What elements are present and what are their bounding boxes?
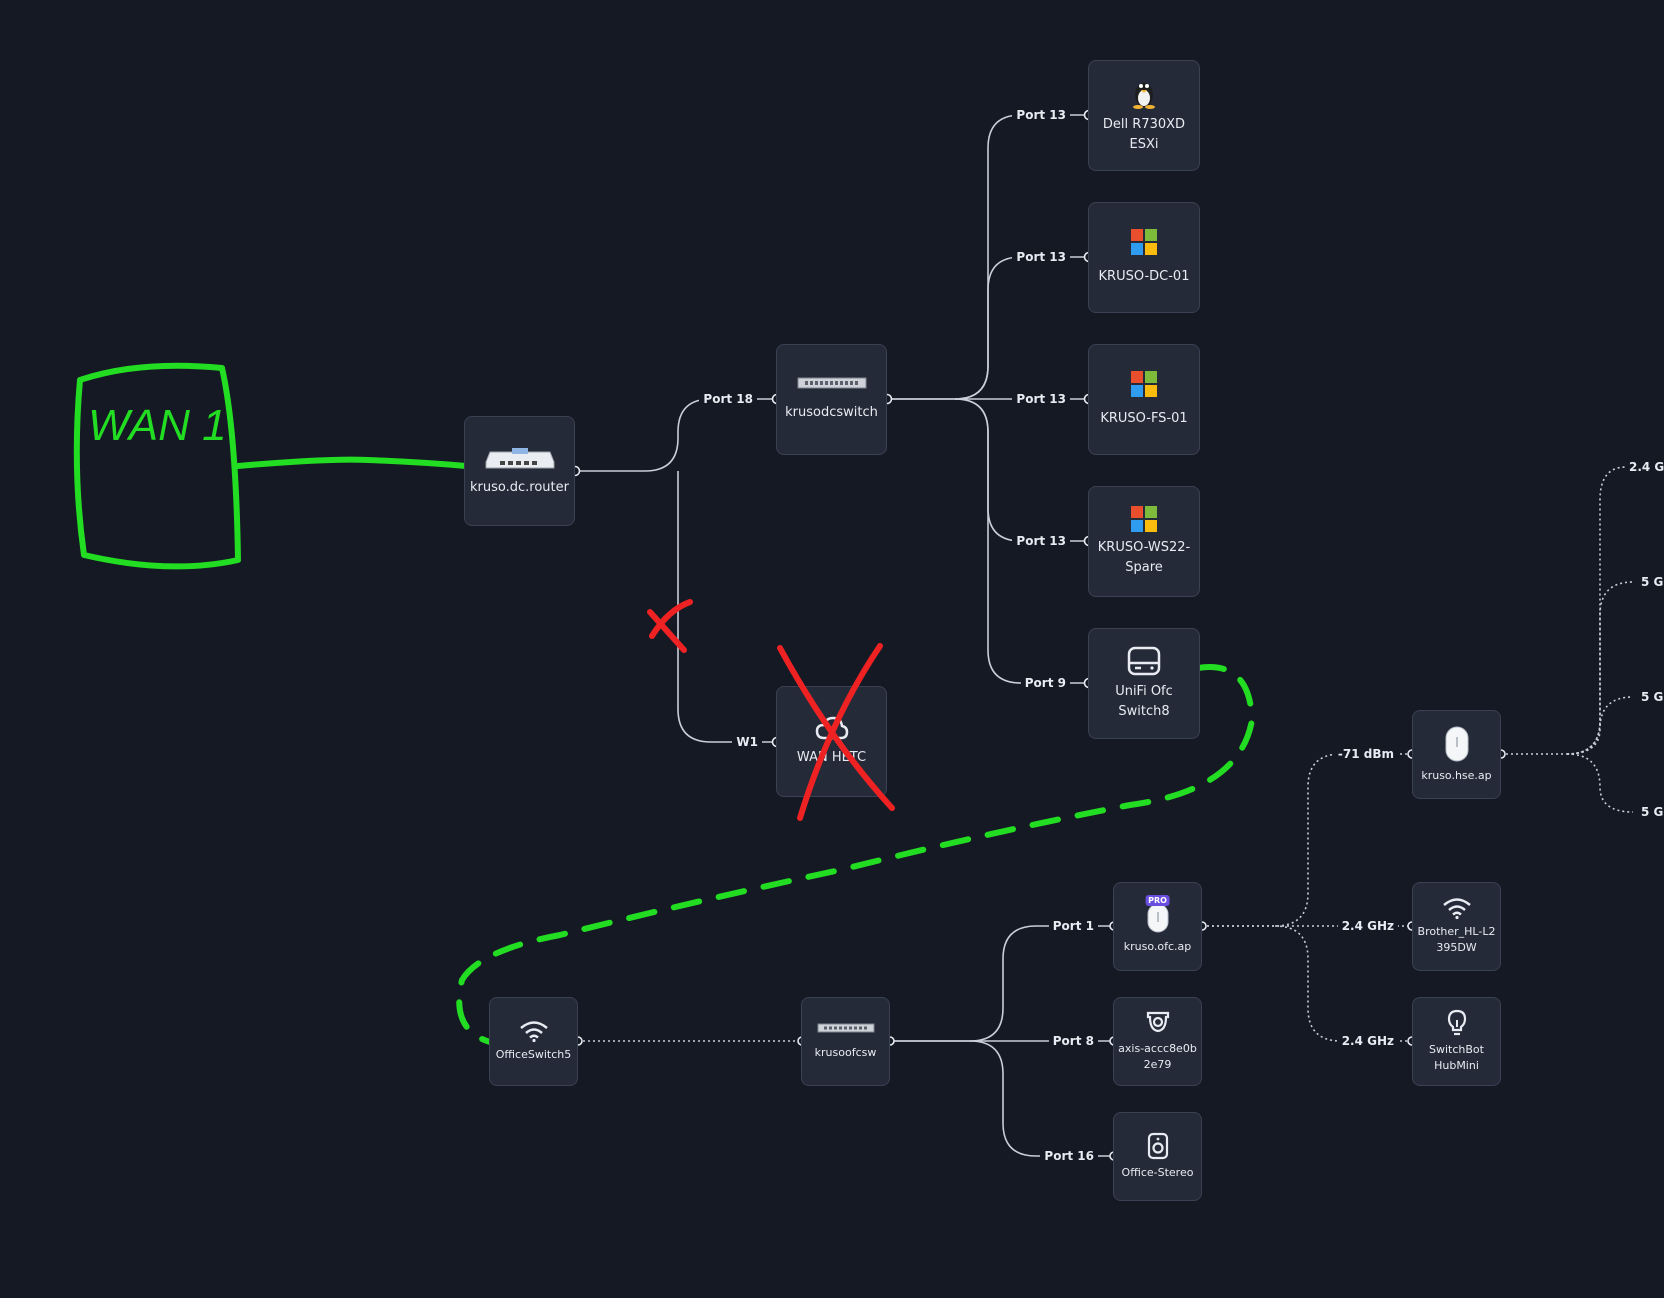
- camera-icon: [1145, 1010, 1171, 1036]
- edge-label-ofcap-brother: 2.4 GHz: [1337, 919, 1398, 933]
- windows-icon: [1131, 228, 1157, 255]
- node-label: axis-accc8e0b2e79: [1118, 1042, 1197, 1071]
- node-fs01[interactable]: KRUSO-FS-01: [1088, 344, 1200, 455]
- node-label: kruso.dc.router: [470, 480, 569, 496]
- node-officeswitch5[interactable]: OfficeSwitch5: [489, 997, 578, 1086]
- node-label: WAN HETC: [796, 749, 867, 765]
- cloud-icon: [815, 716, 849, 742]
- node-label: kruso.hse.ap: [1421, 769, 1492, 783]
- edge-hseap-c4: [1566, 753, 1634, 813]
- switch-box-icon: [1127, 646, 1161, 676]
- node-axis[interactable]: axis-accc8e0b2e79: [1113, 997, 1202, 1086]
- edge-label-dcswitch-dc01: Port 13: [1012, 250, 1070, 264]
- node-label: krusodcswitch: [785, 404, 878, 420]
- edge-label-hseap-c4: 5 G: [1641, 805, 1664, 819]
- edge-label-dcswitch-dell: Port 13: [1012, 108, 1070, 122]
- node-hseap[interactable]: kruso.hse.ap: [1412, 710, 1501, 799]
- edge-dcswitch-dc01: [954, 256, 1089, 400]
- edge-label-dcswitch-fs01: Port 13: [1012, 392, 1070, 406]
- switch-icon: [797, 377, 867, 389]
- node-ofcsw[interactable]: krusoofcsw: [801, 997, 890, 1086]
- node-label: Brother_HL-L2395DW: [1417, 925, 1496, 954]
- edge-label-ofcsw-stereo: Port 16: [1040, 1149, 1098, 1163]
- wan-sketch-connector: [235, 456, 469, 469]
- access-point-icon: [1443, 725, 1471, 763]
- node-label: KRUSO-WS22-Spare: [1097, 540, 1191, 575]
- node-label: Dell R730XD ESXi: [1102, 117, 1186, 152]
- edge-router-wan: [677, 471, 777, 743]
- node-router[interactable]: kruso.dc.router: [464, 416, 575, 526]
- edge-router-dcswitch: [575, 398, 777, 472]
- linux-penguin-icon: [1130, 77, 1158, 109]
- edge-label-hseap-c2: 5 G: [1641, 575, 1664, 589]
- edge-hseap-c3: [1566, 696, 1634, 755]
- node-ws22[interactable]: KRUSO-WS22-Spare: [1088, 486, 1200, 597]
- edge-label-dcswitch-unifi: Port 9: [1020, 676, 1070, 690]
- node-label: UniFi Ofc Switch8: [1115, 684, 1173, 719]
- edge-label-hseap-c3: 5 G: [1641, 690, 1664, 704]
- node-unifi[interactable]: UniFi Ofc Switch8: [1088, 628, 1200, 739]
- node-label: KRUSO-DC-01: [1098, 268, 1190, 284]
- router-icon: [484, 444, 556, 472]
- edge-ofcsw-stereo: [969, 1040, 1114, 1157]
- wan-sketch-label: WAN 1: [88, 401, 227, 450]
- node-stereo[interactable]: Office-Stereo: [1113, 1112, 1202, 1201]
- node-wan[interactable]: WAN HETC: [776, 686, 887, 797]
- pro-badge: PRO: [1145, 895, 1170, 907]
- edge-ofcsw-ofcap: [890, 925, 1114, 1042]
- node-dc01[interactable]: KRUSO-DC-01: [1088, 202, 1200, 313]
- windows-icon: [1131, 370, 1157, 397]
- edge-label-ofcap-switchbot: 2.4 GHz: [1337, 1034, 1398, 1048]
- edge-label-router-wan: W1: [732, 735, 762, 749]
- edge-label-dcswitch-ws22: Port 13: [1012, 534, 1070, 548]
- edge-label-ofcsw-axis: Port 8: [1048, 1034, 1098, 1048]
- node-switchbot[interactable]: SwitchBot HubMini: [1412, 997, 1501, 1086]
- node-ofcap[interactable]: PRO kruso.ofc.ap: [1113, 882, 1202, 971]
- speaker-icon: [1147, 1132, 1169, 1160]
- wan-sketch-dashed-link: [456, 664, 1255, 1045]
- node-brother[interactable]: Brother_HL-L2395DW: [1412, 882, 1501, 971]
- node-dcswitch[interactable]: krusodcswitch: [776, 344, 887, 455]
- edge-dcswitch-unifi: [954, 398, 1089, 684]
- node-label: krusoofcsw: [814, 1045, 877, 1059]
- access-point-pro-icon: PRO: [1145, 895, 1171, 934]
- node-label: Office-Stereo: [1121, 1166, 1194, 1180]
- wifi-icon: [1442, 897, 1472, 920]
- node-label: kruso.ofc.ap: [1123, 940, 1192, 954]
- node-label: SwitchBot HubMini: [1429, 1043, 1484, 1072]
- node-label: OfficeSwitch5: [495, 1048, 572, 1062]
- edge-label-hseap-c1: 2.4 G: [1629, 460, 1664, 474]
- edge-label-ofcap-hseap: -71 dBm: [1333, 747, 1398, 761]
- node-dell[interactable]: Dell R730XD ESXi: [1088, 60, 1200, 171]
- edge-label-router-dcswitch: Port 18: [699, 392, 757, 406]
- windows-icon: [1131, 506, 1157, 532]
- node-label: KRUSO-FS-01: [1100, 410, 1188, 426]
- edge-label-ofcsw-ofcap: Port 1: [1048, 919, 1098, 933]
- edge-ofcap-hseap: [1202, 753, 1412, 927]
- wifi-icon: [519, 1020, 549, 1043]
- lightbulb-icon: [1446, 1009, 1468, 1037]
- wired-edges: [575, 114, 1114, 1157]
- wan-sketch-box: [73, 362, 241, 570]
- switch-icon: [817, 1023, 875, 1033]
- edge-hseap-c2: [1566, 581, 1634, 755]
